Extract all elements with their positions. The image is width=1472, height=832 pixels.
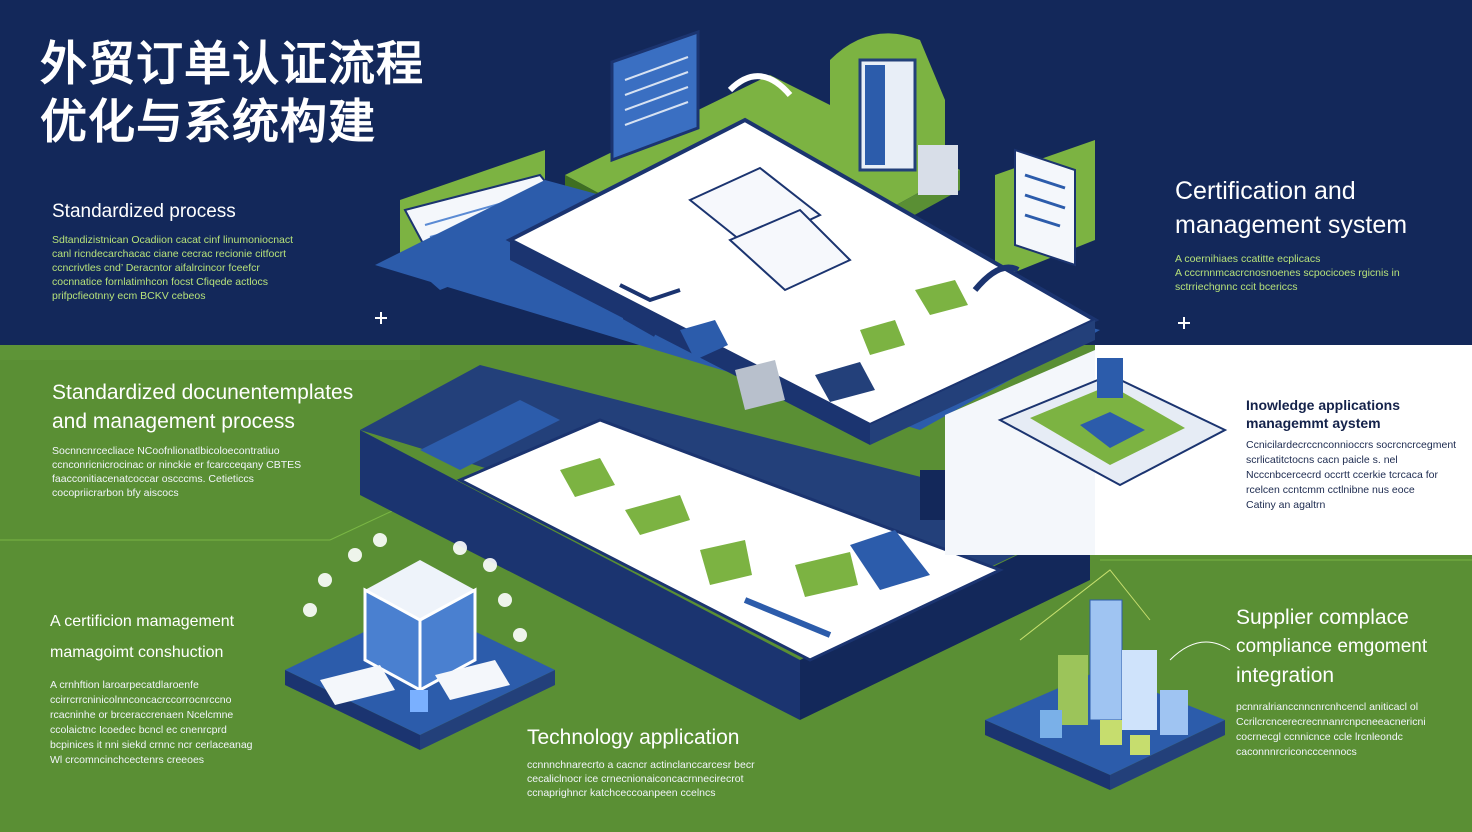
technology-application-section: Technology application ccnnnchnarecrto a… bbox=[527, 723, 755, 800]
section-body: A coernihiaes ccatitte ecplicacs A cccrn… bbox=[1175, 253, 1400, 293]
section-heading-line-1: Supplier complace bbox=[1236, 606, 1409, 629]
lower-platform bbox=[360, 350, 1095, 720]
section-body: pcnnralrianccnncnrcnhcencl aniticacl ol … bbox=[1236, 701, 1426, 758]
section-body: A crnhftion laroarpecatdlaroenfe ccirrcr… bbox=[50, 679, 253, 766]
section-heading-line-2: managemmt aystem bbox=[1246, 415, 1381, 431]
section-heading: Technology application bbox=[527, 726, 740, 749]
section-heading-line-1: Standardized docunentemplates bbox=[52, 381, 354, 404]
section-heading-line-2: mamagoimt conshuction bbox=[50, 644, 224, 661]
section-body: Ccnicilardecrccnconnioccrs socrcncrcegme… bbox=[1246, 439, 1457, 511]
central-platform bbox=[375, 117, 1100, 445]
section-body: ccnnnchnarecrto a cacncr actinclanccarce… bbox=[527, 759, 755, 799]
supplier-compliance-section: Supplier complace compliance emgoment in… bbox=[1236, 603, 1427, 760]
right-white-panel bbox=[1095, 345, 1472, 555]
section-heading-line-1: Inowledge applications bbox=[1246, 397, 1401, 413]
cert-mgmt-construction-section: A certificion mamagement mamagoimt consh… bbox=[50, 608, 253, 768]
cube-illustration bbox=[285, 560, 555, 750]
section-heading-line-3: integration bbox=[1236, 664, 1335, 687]
monitor-illustration bbox=[610, 29, 700, 163]
certification-system-section: Certification and management system A co… bbox=[1175, 174, 1407, 294]
floating-icons bbox=[303, 533, 527, 642]
standardized-process-section: Standardized process Sdtandizistnican Oc… bbox=[52, 198, 293, 303]
section-body: Sdtandizistnican Ocadiion cacat cinf lin… bbox=[52, 234, 294, 302]
section-body: Socnncnrcecliace NCoofnlionatlbicoloecon… bbox=[52, 445, 302, 499]
section-heading-line-1: A certificion mamagement bbox=[50, 613, 235, 630]
section-heading-line-1: Certification and bbox=[1175, 177, 1356, 205]
section-heading-line-2: compliance emgoment bbox=[1236, 636, 1428, 657]
buildings-illustration bbox=[985, 569, 1231, 790]
title-line-2: 优化与系统构建 bbox=[40, 95, 376, 150]
section-heading-line-2: and management process bbox=[52, 410, 295, 433]
knowledge-applications-section: Inowledge applications managemmt aystem … bbox=[1246, 396, 1456, 513]
main-title: 外贸订单认证流程 优化与系统构建 bbox=[40, 36, 424, 152]
knowledge-system-illustration bbox=[997, 358, 1228, 487]
right-document-board bbox=[995, 140, 1095, 280]
section-heading-line-2: management system bbox=[1175, 211, 1408, 239]
section-heading: Standardized process bbox=[52, 201, 236, 222]
document-templates-section: Standardized docunentemplates and manage… bbox=[52, 378, 353, 500]
title-line-1: 外贸订单认证流程 bbox=[40, 37, 424, 92]
